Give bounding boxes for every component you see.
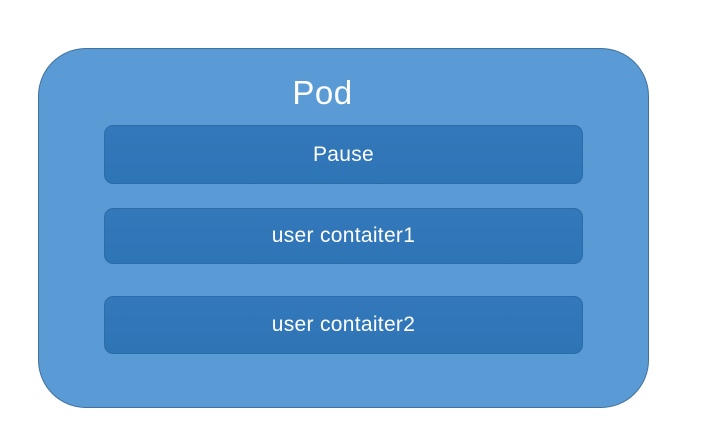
container-box-user1: user contaiter1 bbox=[104, 208, 583, 264]
container-box-user2: user contaiter2 bbox=[104, 296, 583, 354]
pod-container: Pod Pause user contaiter1 user contaiter… bbox=[38, 48, 649, 408]
container-label-user1: user contaiter1 bbox=[271, 224, 416, 247]
container-box-pause: Pause bbox=[104, 125, 583, 184]
container-label-pause: Pause bbox=[312, 142, 375, 166]
container-label-user2: user contaiter2 bbox=[271, 313, 416, 336]
pod-title: Pod bbox=[292, 74, 353, 111]
